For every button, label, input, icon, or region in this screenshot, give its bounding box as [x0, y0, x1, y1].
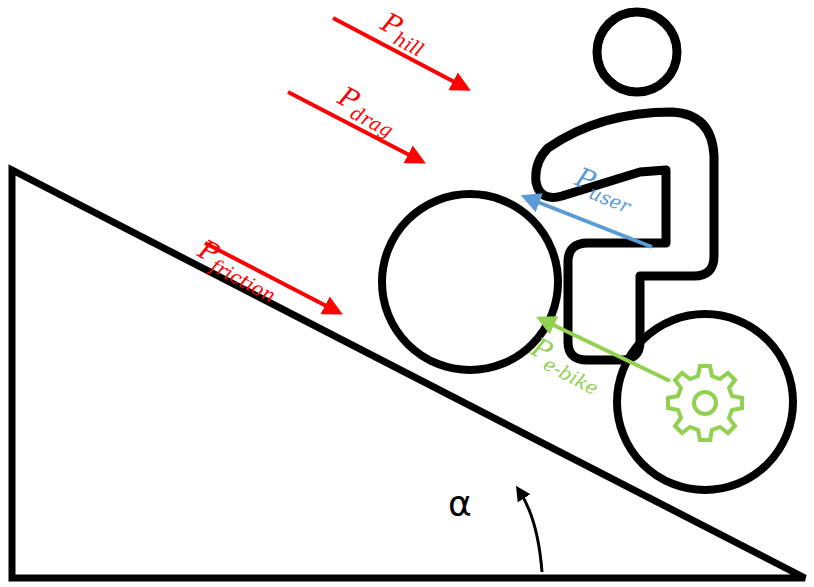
motor-gear — [668, 366, 742, 440]
angle-label: α — [448, 486, 472, 522]
angle-arrow — [520, 492, 542, 572]
friction-arrow — [205, 243, 334, 310]
drag-label: Pdrag — [334, 82, 402, 135]
angle-symbol: α — [448, 483, 472, 524]
front-wheel — [382, 194, 558, 370]
rider-head — [597, 12, 677, 92]
power-subscript: user — [586, 181, 633, 217]
user-arrow — [530, 199, 652, 247]
rear-wheel — [617, 314, 793, 490]
